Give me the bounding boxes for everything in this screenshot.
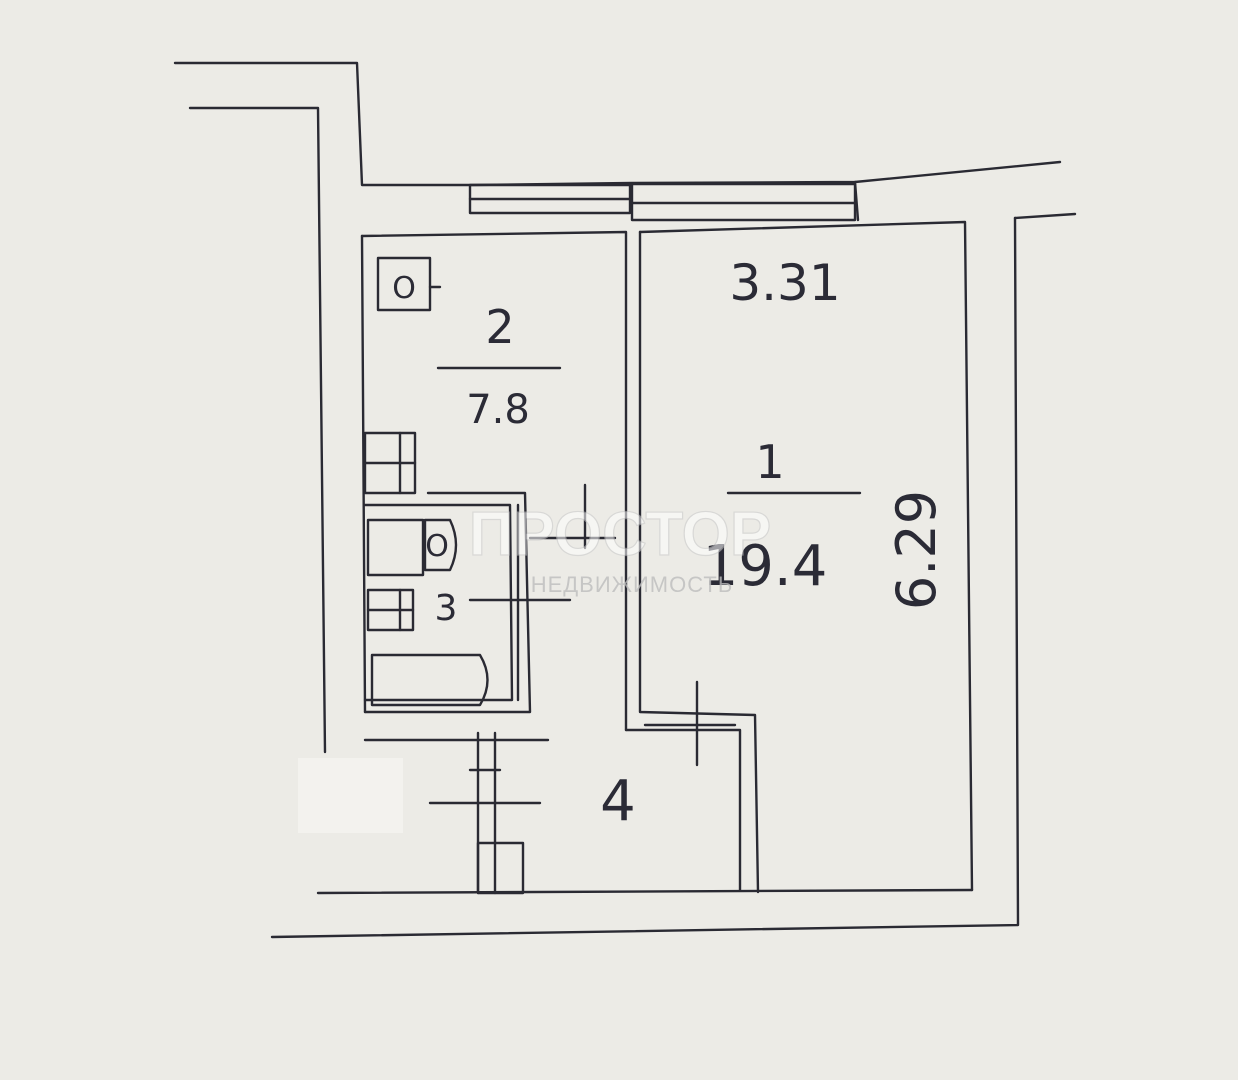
room-3-number: 3: [435, 588, 458, 629]
stove-fixture: O: [376, 256, 442, 312]
door-markers: [468, 483, 737, 767]
watermark-brand: ПРОСТОР: [469, 500, 771, 569]
sink-symbol: O: [425, 529, 449, 564]
kitchen-cabinets: [363, 431, 417, 495]
room-1-number: 1: [755, 435, 784, 489]
windows: [468, 182, 857, 222]
toilet-fixture: [366, 588, 415, 632]
room-1-length: 6.29: [885, 490, 948, 610]
room-1-width: 3.31: [729, 254, 840, 312]
bathtub-fixture: [370, 653, 489, 707]
watermark: ПРОСТОР НЕДВИЖИМОСТЬ: [468, 499, 772, 597]
room-2-area: 7.8: [466, 387, 530, 433]
interior-walls: [316, 220, 974, 895]
room-4-number: 4: [600, 769, 636, 834]
watermark-tagline: НЕДВИЖИМОСТЬ: [531, 572, 734, 597]
room-2-number: 2: [485, 300, 514, 354]
room-labels: 2 7.8 1 19.4 3 4: [435, 300, 862, 834]
redaction-patch: [298, 758, 403, 833]
room-1-area: 19.4: [703, 534, 828, 599]
sink-fixture: O: [366, 518, 458, 577]
stove-symbol: O: [392, 271, 416, 306]
dimension-labels: 3.31 6.29: [729, 254, 948, 610]
